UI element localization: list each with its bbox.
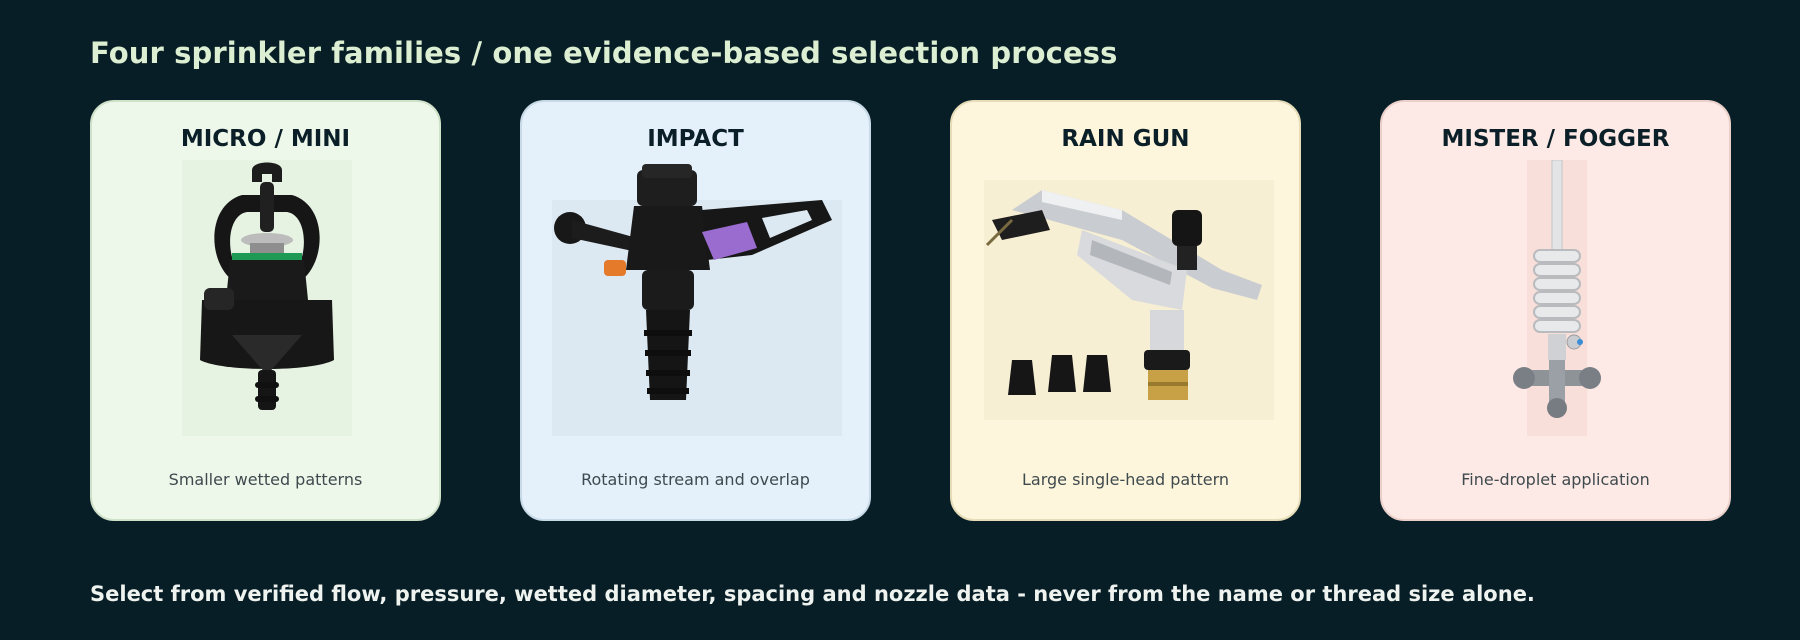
card-caption: Rotating stream and overlap [581, 470, 810, 489]
card-title: MISTER / FOGGER [1441, 126, 1670, 152]
micro-sprinkler-photo [112, 160, 423, 436]
card-caption: Large single-head pattern [1021, 470, 1230, 489]
card-rain-gun: RAIN GUN [950, 100, 1301, 521]
impact-sprinkler-photo [542, 160, 853, 436]
rain-gun-photo [972, 160, 1283, 436]
mister-fogger-photo [1402, 160, 1713, 436]
card-title: MICRO / MINI [180, 126, 351, 152]
card-title: IMPACT [647, 126, 744, 152]
rain-gun-illustration [984, 180, 1274, 420]
micro-sprinkler-illustration [182, 160, 352, 436]
card-mister-fogger: MISTER / FOGGER [1380, 100, 1731, 521]
footer-note: Select from verified flow, pressure, wet… [90, 582, 1535, 606]
sprinkler-family-cards: MICRO / MINI [90, 100, 1731, 521]
impact-sprinkler-illustration [552, 164, 842, 436]
mister-fogger-illustration [1513, 160, 1601, 436]
card-caption: Smaller wetted patterns [168, 470, 363, 489]
card-micro-mini: MICRO / MINI [90, 100, 441, 521]
card-impact: IMPACT [520, 100, 871, 521]
card-title: RAIN GUN [1061, 126, 1190, 152]
headline: Four sprinkler families / one evidence-b… [90, 36, 1118, 70]
card-caption: Fine-droplet application [1461, 470, 1650, 489]
